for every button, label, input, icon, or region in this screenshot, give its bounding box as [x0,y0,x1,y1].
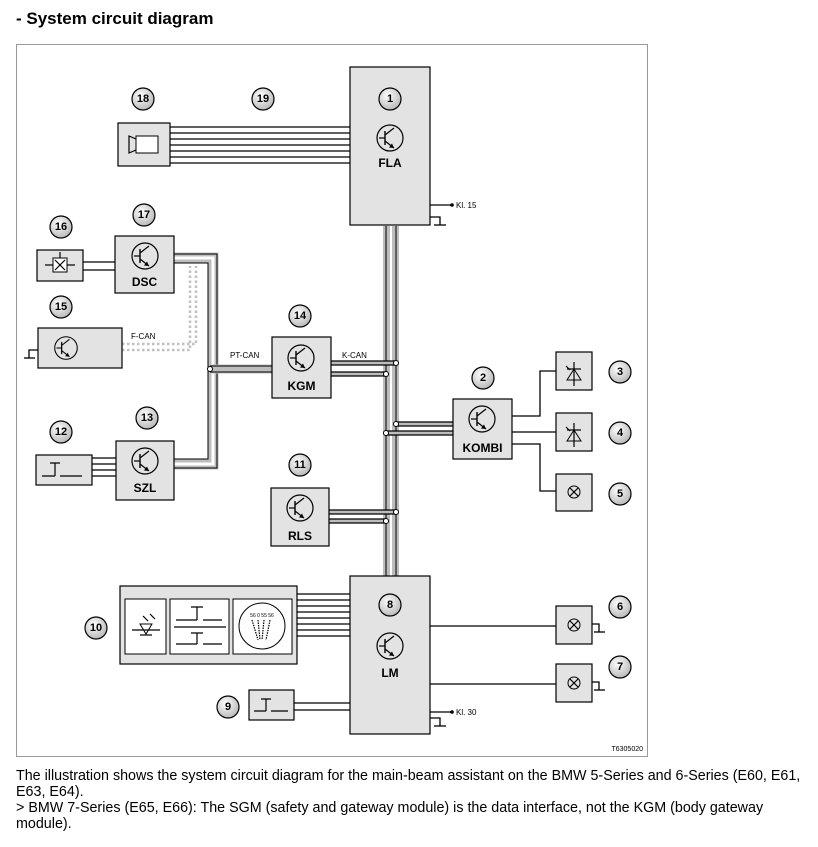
k-can-trunk [383,226,399,576]
switch-12 [35,454,93,486]
gauge-text: 56 0 55 56 [250,613,274,619]
callout-9: 9 [216,695,240,719]
control-unit-15 [37,327,123,369]
module-rls: RLS [270,487,330,547]
indicator-3 [555,351,593,391]
callout-11-text: 11 [294,459,306,471]
terminal-kl15: Kl. 15 [430,201,477,210]
camera-harness [170,126,350,164]
callout-4-text: 4 [617,427,624,439]
kl30-label: Kl. 30 [456,708,477,717]
szl-switch-wires [92,457,116,477]
callout-10-text: 10 [90,622,102,634]
k-can-label: K-CAN [342,351,367,360]
callout-18-text: 18 [137,93,149,105]
callout-13: 13 [135,406,159,430]
callout-14: 14 [288,304,312,328]
callout-3: 3 [608,360,632,384]
f-can-bus [122,266,198,352]
dsc-label: DSC [132,275,158,289]
module-dsc: DSC [114,235,175,294]
callout-11: 11 [288,453,312,477]
switch-9 [248,689,295,721]
callout-19-text: 19 [257,93,269,105]
module-kgm: KGM [271,336,332,399]
callout-5-text: 5 [617,488,623,500]
callout-17-text: 17 [138,209,150,221]
callout-7: 7 [608,655,632,679]
lm-lamp-wires [430,625,556,685]
callout-10: 10 [84,616,108,640]
pt-can-label: PT-CAN [230,351,260,360]
callout-16: 16 [49,215,73,239]
caption: The illustration shows the system circui… [16,768,808,832]
callout-3-text: 3 [617,366,623,378]
callout-4: 4 [608,421,632,445]
figure-id: T6305020 [611,746,643,753]
k-can-rls-link [329,509,399,524]
callout-16-text: 16 [55,221,67,233]
callout-2: 2 [471,366,495,390]
module-szl: SZL [115,440,175,501]
pt-can-bus [174,252,272,470]
kl15-label: Kl. 15 [456,201,477,210]
kombi-indicator-wires [512,370,556,492]
light-switch-panel: 56 0 55 56 [119,585,298,665]
callout-6: 6 [608,595,632,619]
callout-6-text: 6 [617,601,623,613]
callout-19: 19 [251,87,275,111]
kgm-label: KGM [288,379,316,393]
camera-component [117,122,171,167]
callout-5: 5 [608,482,632,506]
callout-13-text: 13 [141,412,153,424]
light-switch-harness [297,593,350,637]
rls-label: RLS [288,529,312,543]
fla-label: FLA [378,156,402,170]
callout-14-text: 14 [294,310,307,322]
wheel-sensor-wires [83,261,115,271]
callout-2-text: 2 [480,372,486,384]
callout-7-text: 7 [617,661,623,673]
switch-9-wires [294,702,350,711]
callout-9-text: 9 [225,701,231,713]
k-can-kombi-link [383,421,453,436]
terminal-kl30: Kl. 30 [430,708,477,717]
callout-17: 17 [132,203,156,227]
lamp-6 [555,605,593,645]
callout-8-text: 8 [387,599,393,611]
callout-12-text: 12 [55,426,67,438]
k-can-kgm-link [331,360,399,377]
callout-8: 8 [378,593,402,617]
ground-symbols [24,216,605,727]
caption-line-2: > BMW 7-Series (E65, E66): The SGM (safe… [16,800,764,832]
f-can-label: F-CAN [131,332,156,341]
szl-label: SZL [134,481,157,495]
lm-label: LM [381,666,398,680]
callout-15-text: 15 [55,301,67,313]
wheel-speed-sensor [36,249,84,282]
caption-line-1: The illustration shows the system circui… [16,768,801,800]
callout-18: 18 [131,87,155,111]
callout-1-text: 1 [387,93,393,105]
callout-15: 15 [49,295,73,319]
kombi-label: KOMBI [463,441,503,455]
indicator-5-lamp [555,473,593,512]
callout-1: 1 [378,87,402,111]
page-heading: - System circuit diagram [16,9,214,28]
indicator-4 [555,412,593,452]
callout-12: 12 [49,420,73,444]
module-kombi: KOMBI [452,398,513,460]
lamp-7 [555,663,593,703]
